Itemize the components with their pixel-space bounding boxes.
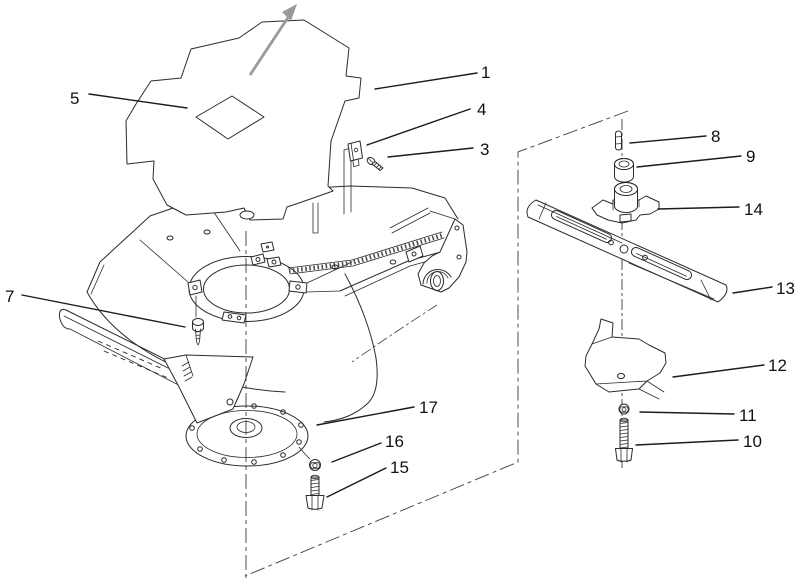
leader-15 bbox=[326, 467, 387, 498]
screw-3 bbox=[366, 156, 384, 171]
engine-mount-ring bbox=[187, 253, 308, 324]
callout-17: 17 bbox=[419, 398, 438, 417]
callout-15: 15 bbox=[390, 458, 409, 477]
leader-3 bbox=[387, 147, 474, 158]
hardware-nut-11 bbox=[618, 403, 630, 415]
deck-screw bbox=[192, 318, 204, 346]
callout-numbers: 1 4 3 5 7 8 9 14 13 12 11 10 17 16 15 bbox=[5, 63, 795, 477]
callout-7: 7 bbox=[5, 287, 14, 306]
discharge-rail bbox=[287, 231, 445, 275]
cover-plate bbox=[185, 403, 311, 467]
hardware-bolt-10 bbox=[615, 417, 633, 463]
leader-17 bbox=[316, 406, 415, 426]
leader-lines bbox=[21, 72, 773, 498]
callout-10: 10 bbox=[743, 432, 762, 451]
callout-13: 13 bbox=[776, 279, 795, 298]
leader-10 bbox=[635, 439, 739, 446]
leader-8 bbox=[629, 135, 707, 144]
key-pin-8 bbox=[615, 130, 622, 151]
blade-13 bbox=[526, 199, 728, 303]
leader-16 bbox=[331, 442, 382, 463]
leader-9 bbox=[636, 155, 742, 168]
leader-7 bbox=[21, 294, 186, 328]
engine-decal bbox=[195, 95, 265, 140]
callout-5: 5 bbox=[70, 89, 79, 108]
hardware-bolt-15 bbox=[305, 474, 325, 511]
blade-adapter-14 bbox=[591, 182, 660, 224]
direction-arrow bbox=[248, 4, 297, 76]
leader-13 bbox=[732, 286, 773, 294]
phantom-section-boundary bbox=[244, 110, 629, 577]
callout-8: 8 bbox=[711, 127, 720, 146]
wheel-bracket bbox=[417, 218, 468, 293]
callout-12: 12 bbox=[768, 356, 787, 375]
blade-assembly bbox=[526, 130, 728, 463]
callout-16: 16 bbox=[385, 432, 404, 451]
callout-9: 9 bbox=[746, 147, 755, 166]
callout-11: 11 bbox=[739, 406, 757, 425]
callout-1: 1 bbox=[481, 63, 490, 82]
leader-14 bbox=[657, 206, 740, 210]
clip-4 bbox=[347, 140, 363, 167]
leader-4 bbox=[366, 108, 471, 146]
accelerator-plate-12 bbox=[584, 318, 667, 400]
spacer-9 bbox=[614, 158, 634, 183]
deck-bolt-holes bbox=[166, 229, 397, 270]
engine bbox=[125, 4, 362, 221]
deck-bottom-hidden-edge bbox=[351, 304, 438, 363]
leader-5 bbox=[88, 93, 188, 109]
mower-deck bbox=[58, 147, 468, 423]
hardware-nut-16 bbox=[309, 459, 321, 471]
skirt-flap bbox=[163, 354, 254, 424]
callout-14: 14 bbox=[744, 200, 763, 219]
callout-3: 3 bbox=[480, 140, 489, 159]
leader-12 bbox=[672, 364, 765, 378]
leader-1 bbox=[374, 72, 478, 90]
callout-4: 4 bbox=[477, 100, 486, 119]
leader-11 bbox=[639, 411, 735, 415]
